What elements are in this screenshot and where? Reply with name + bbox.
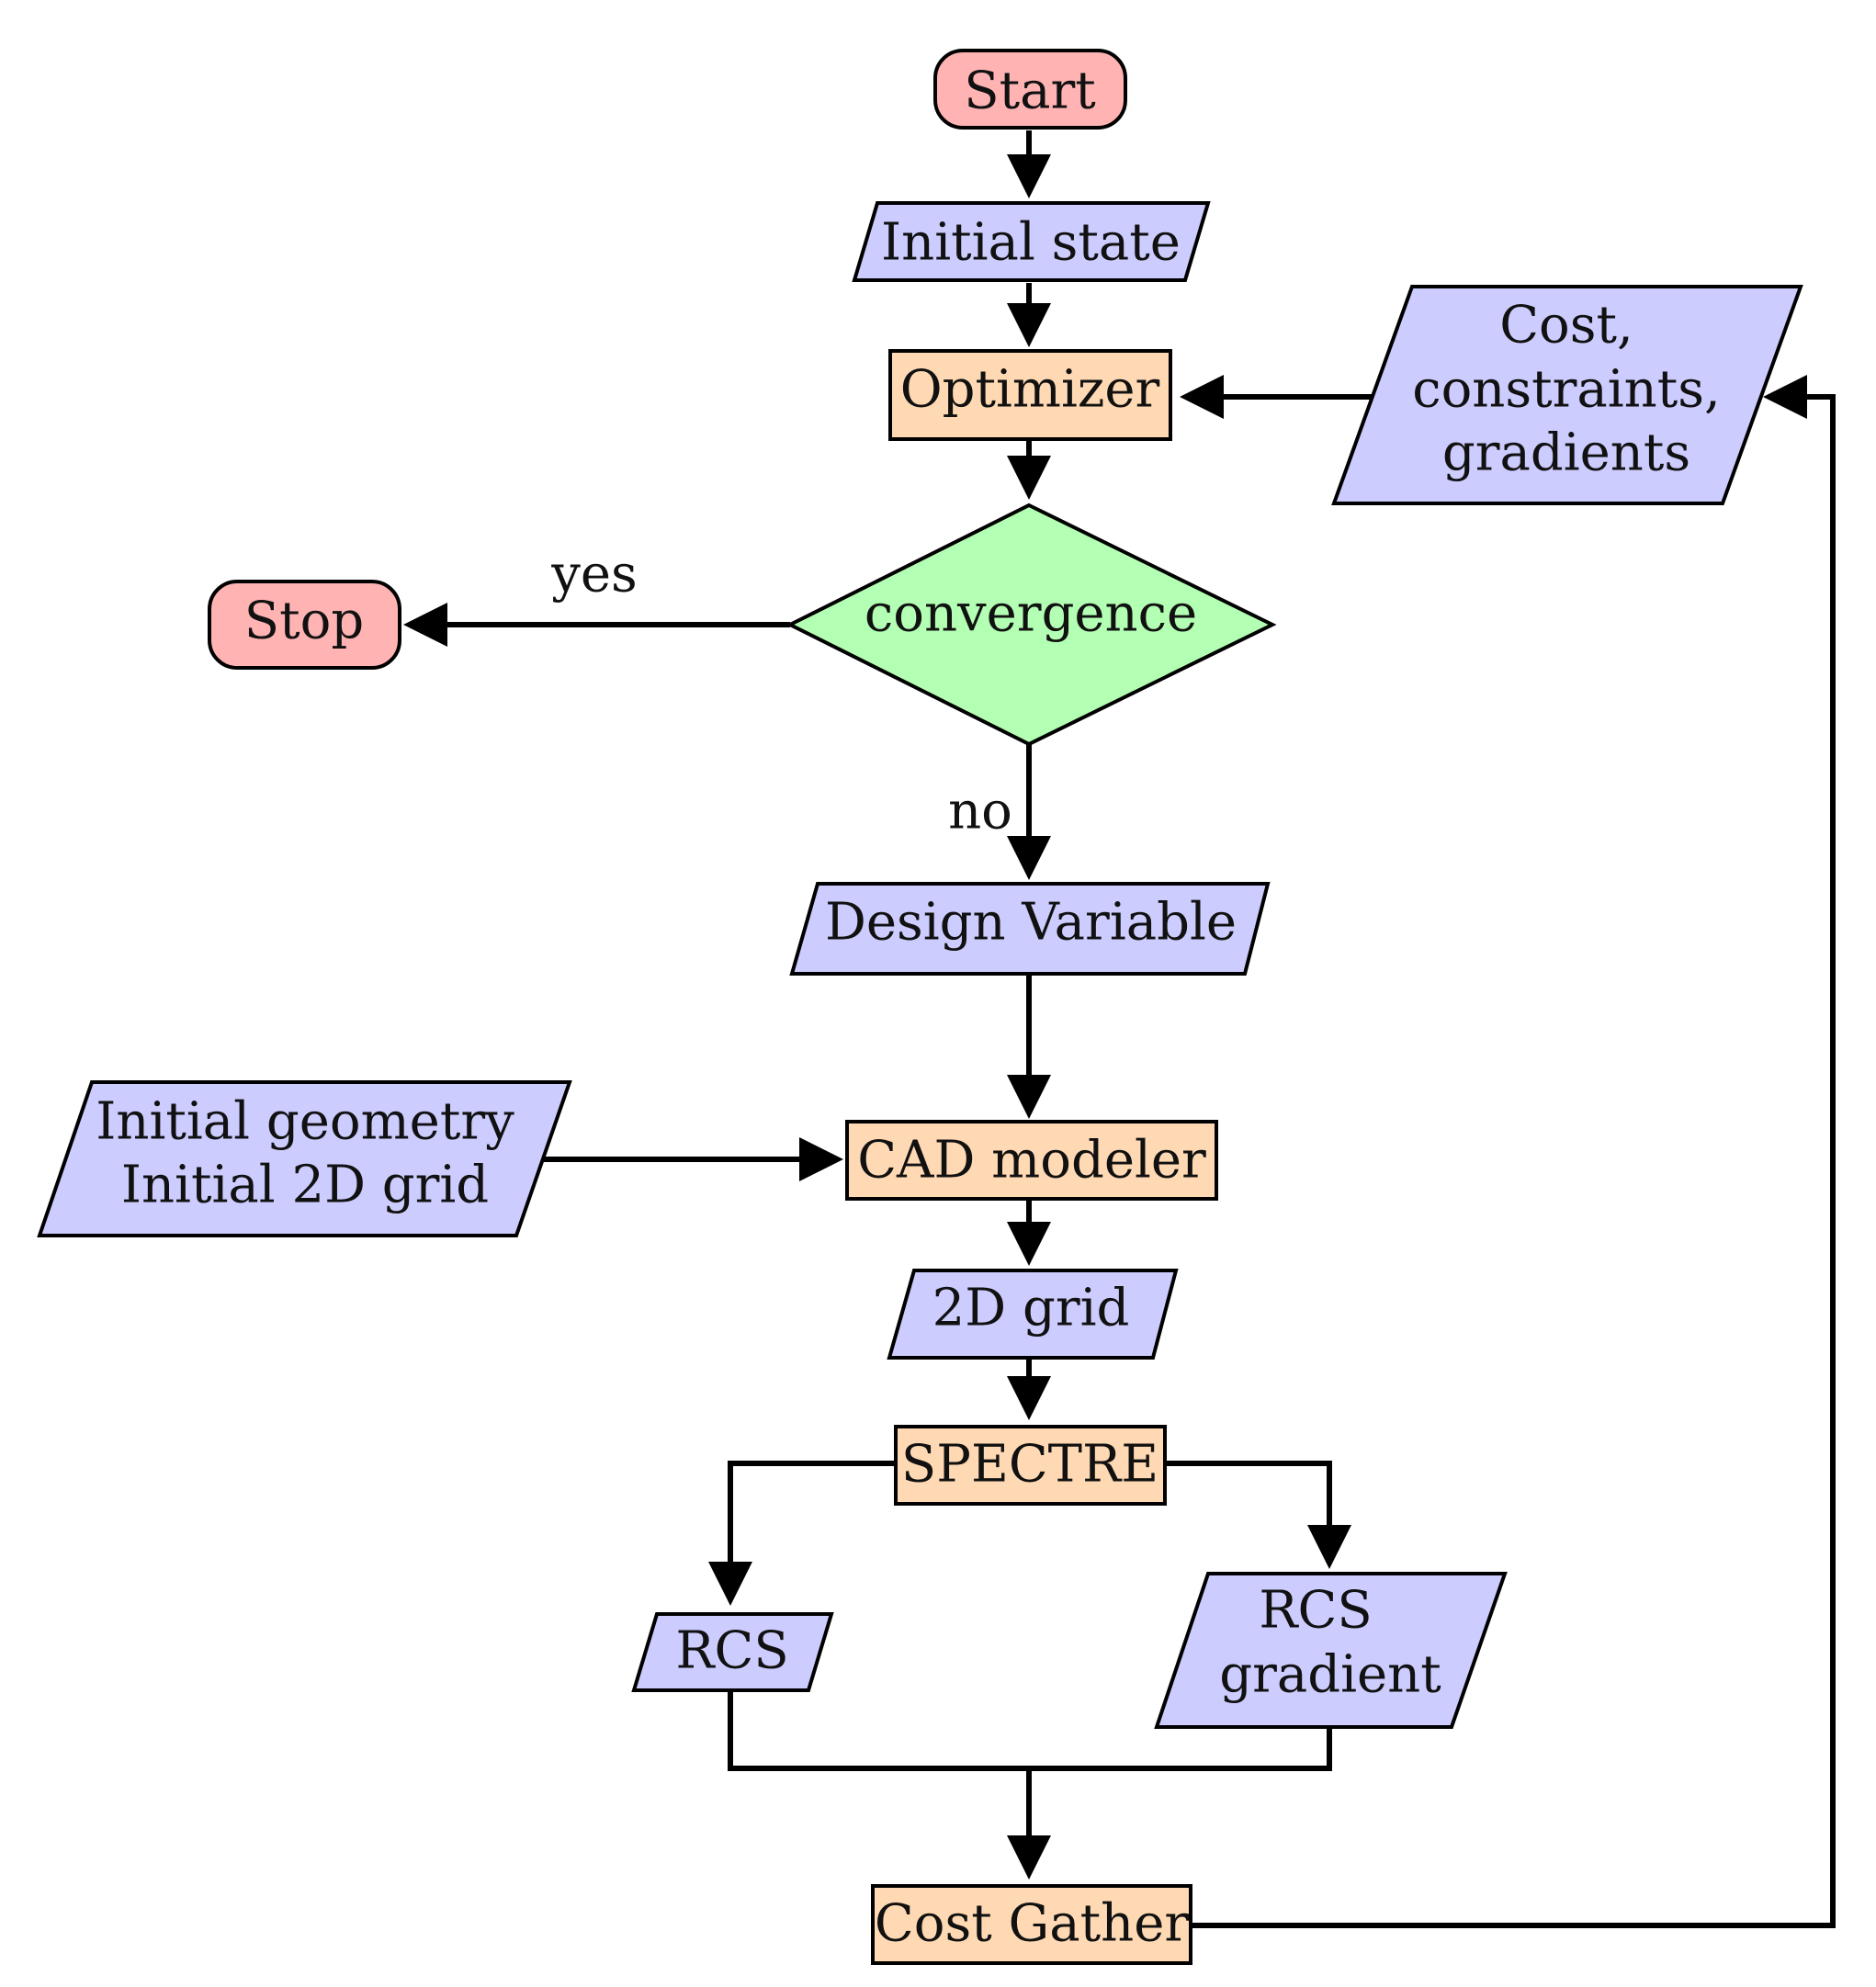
cost-constraints-label: gradients [1442,423,1690,483]
rcs-node: RCS [631,1612,834,1692]
stop-shape [208,580,401,670]
edge-spectre-to-rcs-gradient [1165,1461,1351,1569]
design-variable-node: Design Variable [789,882,1271,976]
spectre-label: SPECTRE [901,1435,1158,1495]
optimizer-node: Optimizer [888,349,1172,441]
initial-geometry-node: Initial geometry Initial 2D grid [37,1080,572,1237]
design-variable-shape [789,882,1271,976]
initial-geometry-shape [37,1080,572,1237]
initial-geometry-label: Initial geometry [96,1092,514,1152]
edge-cost-gather-to-cost-constraints [1191,375,1836,1928]
stop-node: Stop [208,580,401,670]
initial-state-label: Initial state [881,213,1181,273]
spectre-node: SPECTRE [894,1425,1167,1506]
2d-grid-label: 2D grid [932,1279,1130,1338]
cost-gather-shape [871,1884,1192,1965]
cost-gather-label: Cost Gather [875,1894,1189,1954]
initial-state-shape [852,201,1211,282]
2d-grid-shape [887,1269,1179,1360]
cost-constraints-shape [1331,285,1803,505]
edges [403,130,1836,1928]
rcs-gradient-shape [1154,1572,1508,1729]
stop-label: Stop [244,592,364,651]
2d-grid-node: 2D grid [887,1269,1179,1360]
optimizer-label: Optimizer [900,360,1160,420]
initial-state-node: Initial state [852,201,1211,282]
convergence-label: convergence [865,584,1197,644]
cad-modeler-label: CAD modeler [857,1131,1206,1191]
rcs-shape [631,1612,834,1692]
spectre-shape [894,1425,1167,1506]
cost-constraints-label: constraints, [1412,360,1721,420]
cost-constraints-node: Cost, constraints, gradients [1331,285,1803,505]
start-label: Start [964,62,1096,121]
convergence-node: convergence [785,502,1277,747]
start-node: Start [933,49,1127,130]
rcs-gradient-label: RCS [1259,1581,1372,1641]
cost-gather-node: Cost Gather [871,1884,1192,1965]
no-label: no [948,782,1012,841]
cad-modeler-node: CAD modeler [845,1120,1218,1201]
start-shape [933,49,1127,130]
optimizer-shape [888,349,1172,441]
rcs-gradient-label: gradient [1219,1645,1441,1705]
initial-geometry-label: Initial 2D grid [121,1156,489,1215]
yes-label: yes [550,545,638,604]
cad-modeler-shape [845,1120,1218,1201]
convergence-shape [785,502,1277,747]
edge-spectre-to-rcs [708,1461,896,1606]
design-variable-label: Design Variable [825,893,1237,953]
rcs-gradient-node: RCS gradient [1154,1572,1508,1729]
rcs-label: RCS [675,1621,788,1681]
cost-constraints-label: Cost, [1499,296,1633,356]
